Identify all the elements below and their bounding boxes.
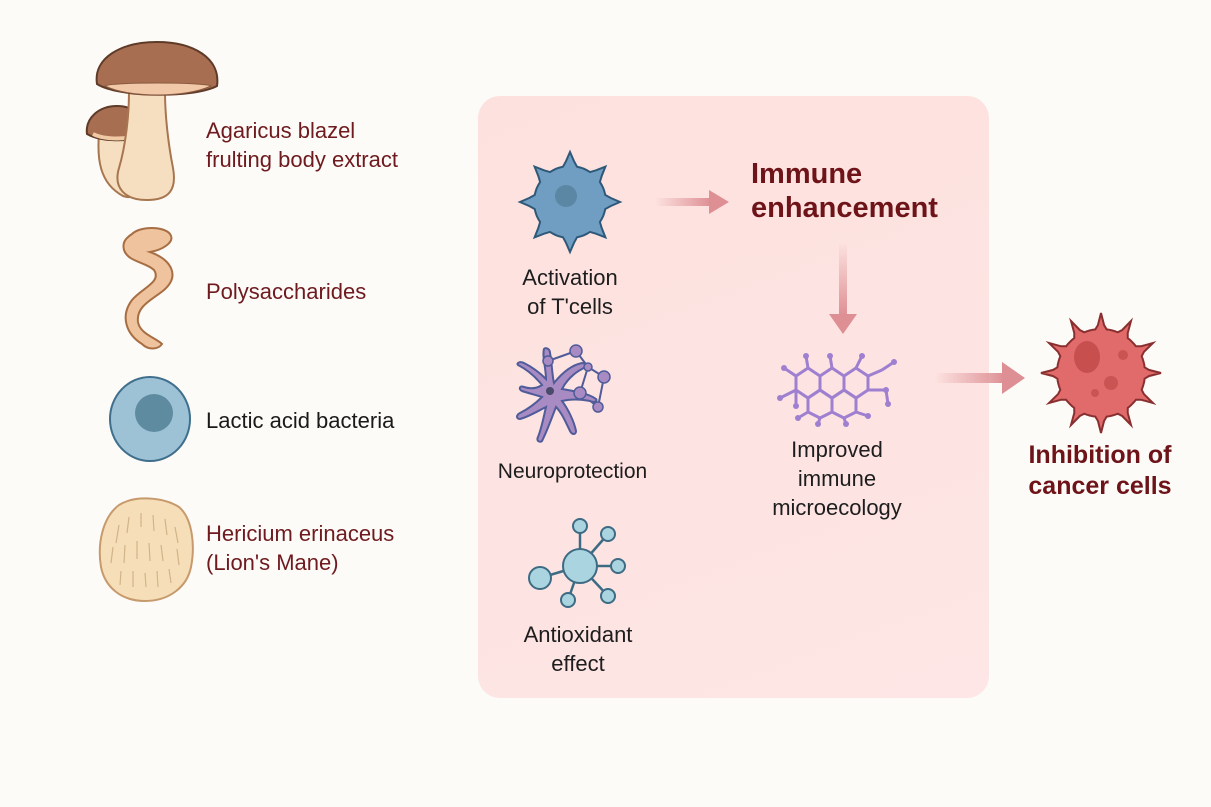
neuron-icon bbox=[516, 344, 611, 443]
ingredient-label-agaricus: Agaricus blazel frulting body extract bbox=[206, 118, 398, 172]
ingredient-polysaccharides bbox=[118, 226, 182, 350]
arrow-right-icon bbox=[655, 190, 729, 214]
ingredient-label-lactic-acid-bacteria: Lactic acid bacteria bbox=[206, 408, 395, 433]
arrow-down-icon bbox=[829, 242, 857, 334]
arrow-right-to-cancer bbox=[934, 361, 1026, 395]
microecology-network bbox=[776, 353, 900, 427]
ingredient-hericium bbox=[98, 495, 194, 603]
mechanism-label-neuron: Neuroprotection bbox=[497, 460, 648, 483]
ingredient-label-hericium: Hericium erinaceus (Lion's Mane) bbox=[206, 521, 395, 575]
ingredient-lactic-acid-bacteria bbox=[108, 376, 192, 462]
polysaccharide-icon bbox=[122, 227, 174, 350]
cancer-cell-body bbox=[1040, 312, 1162, 434]
outcome-label: Inhibition of cancer cells bbox=[1028, 441, 1172, 500]
microecology-network-icon bbox=[777, 353, 897, 427]
t-cell-icon bbox=[517, 149, 623, 255]
mechanism-t-cell bbox=[517, 149, 623, 255]
mechanism-antioxidant bbox=[528, 518, 628, 608]
ingredient-agaricus bbox=[85, 38, 225, 203]
arrow-right-to-immune bbox=[655, 188, 731, 216]
mushroom-icon bbox=[85, 40, 219, 202]
bacteria-cell-icon bbox=[109, 376, 191, 462]
t-cell-nucleus bbox=[555, 185, 577, 207]
outcome-cancer-cell bbox=[1040, 312, 1162, 434]
immune-enhancement-label: Immune enhancement bbox=[751, 158, 938, 224]
mechanism-label-antioxidant: Antioxidant effect bbox=[523, 622, 633, 676]
cancer-cell-icon bbox=[1040, 312, 1162, 434]
lions-mane-icon bbox=[98, 497, 194, 603]
arrow-down-to-microecology bbox=[828, 242, 858, 334]
antioxidant-molecule-icon bbox=[528, 518, 626, 608]
arrow-right-icon bbox=[934, 362, 1025, 394]
microecology-label: Improved immune microecology bbox=[772, 437, 902, 520]
mechanism-neuron bbox=[516, 344, 628, 445]
ingredient-label-polysaccharides: Polysaccharides bbox=[206, 279, 367, 304]
mechanism-label-t-cell: Activation of T'cells bbox=[522, 265, 618, 319]
